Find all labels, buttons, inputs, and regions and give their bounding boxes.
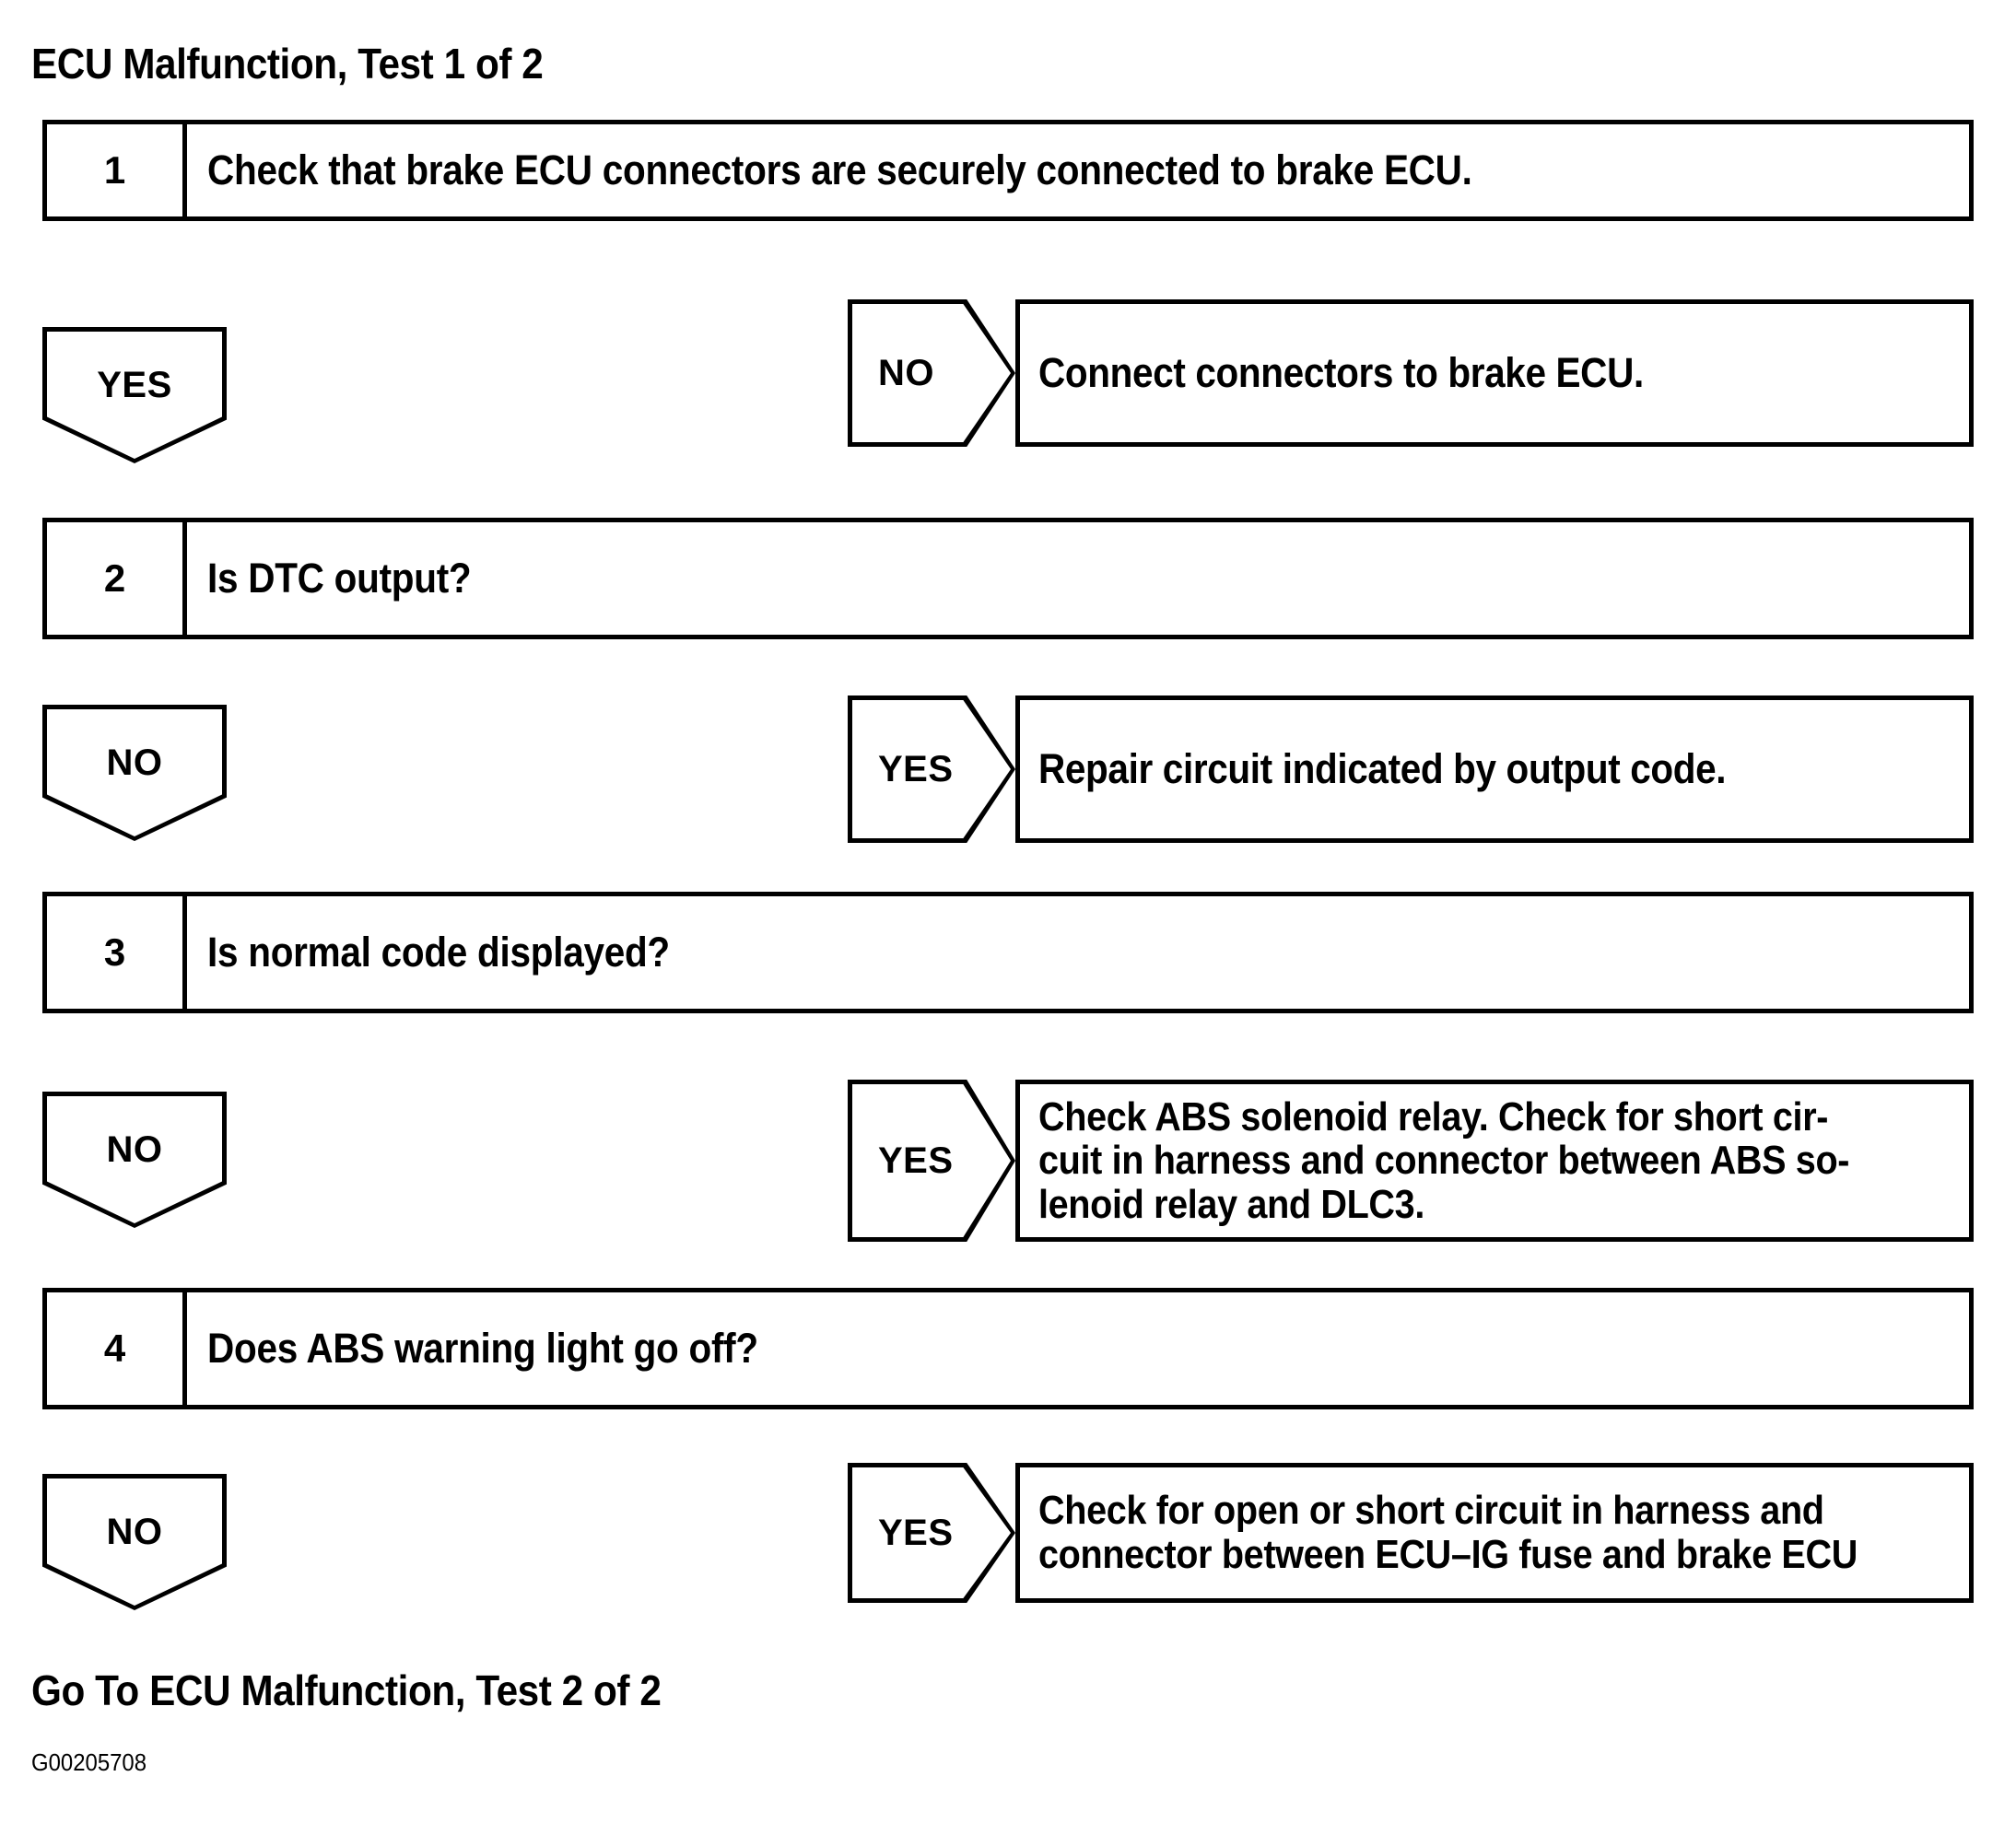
step-number-3: 3 — [47, 896, 187, 1009]
branch-1-action-line-1: Connect connectors to brake ECU. — [1038, 348, 1644, 396]
branch-2-continue-label: NO — [106, 742, 163, 783]
branch-3-action-line-3: lenoid relay and DLC3. — [1038, 1181, 1424, 1227]
branch-2-action-box: Repair circuit indicated by output code. — [1015, 695, 1974, 843]
step-text-4-label: Does ABS warning light go off? — [207, 1325, 758, 1372]
branch-3-action-line-2: cuit in harness and connector between AB… — [1038, 1138, 1850, 1184]
branch-3-exit-arrow: YES — [848, 1080, 1015, 1242]
step-row-2: 2 Is DTC output? — [42, 518, 1974, 639]
branch-3-action-line-1: Check ABS solenoid relay. Check for shor… — [1038, 1093, 1829, 1140]
branch-3-exit-arrow-face: YES — [852, 1084, 1011, 1237]
diagram-id-label: G00205708 — [31, 1748, 147, 1776]
branch-3-continue-arrow-face: NO — [47, 1096, 222, 1223]
step-text-1-label: Check that brake ECU connectors are secu… — [207, 146, 1472, 193]
step-row-1: 1 Check that brake ECU connectors are se… — [42, 120, 1974, 221]
step-number-2: 2 — [47, 522, 187, 635]
branch-3-continue-label: NO — [106, 1129, 163, 1170]
branch-1-continue-arrow: YES — [42, 327, 227, 463]
step-text-4: Does ABS warning light go off? — [187, 1292, 1969, 1405]
branch-4-action-line-1: Check for open or short circuit in harne… — [1038, 1488, 1824, 1534]
branch-1-exit-arrow: NO — [848, 299, 1015, 447]
branch-1-continue-arrow-face: YES — [47, 332, 222, 459]
step-text-2: Is DTC output? — [187, 522, 1969, 635]
goto-next-test-label: Go To ECU Malfunction, Test 2 of 2 — [31, 1666, 662, 1714]
branch-4-exit-arrow: YES — [848, 1463, 1015, 1603]
branch-1-continue-label: YES — [97, 365, 172, 405]
step-number-1: 1 — [47, 124, 187, 216]
branch-3-action-box: Check ABS solenoid relay. Check for shor… — [1015, 1080, 1974, 1242]
branch-4-continue-label: NO — [106, 1512, 163, 1552]
step-text-3-label: Is normal code displayed? — [207, 929, 670, 976]
branch-3-exit: YES Check ABS solenoid relay. Check for … — [848, 1080, 1974, 1242]
branch-1-exit-label: NO — [878, 352, 934, 393]
branch-1-exit-arrow-face: NO — [852, 304, 1011, 442]
step-row-3: 3 Is normal code displayed? — [42, 892, 1974, 1013]
branch-2-continue-arrow: NO — [42, 705, 227, 841]
branch-4-action-line-2: connector between ECU–IG fuse and brake … — [1038, 1532, 1858, 1577]
branch-2-exit-arrow-face: YES — [852, 700, 1011, 838]
branch-4-exit: YES Check for open or short circuit in h… — [848, 1463, 1974, 1603]
step-number-4: 4 — [47, 1292, 187, 1405]
step-row-4: 4 Does ABS warning light go off? — [42, 1288, 1974, 1409]
page-title: ECU Malfunction, Test 1 of 2 — [31, 40, 544, 88]
branch-3-exit-label: YES — [878, 1140, 954, 1181]
branch-3-continue-arrow: NO — [42, 1092, 227, 1228]
branch-4-exit-arrow-face: YES — [852, 1467, 1011, 1598]
branch-1-exit: NO Connect connectors to brake ECU. — [848, 299, 1974, 447]
step-text-1: Check that brake ECU connectors are secu… — [187, 124, 1969, 216]
branch-4-exit-label: YES — [878, 1512, 954, 1553]
branch-2-exit-arrow: YES — [848, 695, 1015, 843]
step-text-3: Is normal code displayed? — [187, 896, 1969, 1009]
branch-2-action-line-1: Repair circuit indicated by output code. — [1038, 744, 1727, 792]
branch-1-action-box: Connect connectors to brake ECU. — [1015, 299, 1974, 447]
branch-4-continue-arrow-face: NO — [47, 1479, 222, 1606]
branch-4-action-box: Check for open or short circuit in harne… — [1015, 1463, 1974, 1603]
branch-4-continue-arrow: NO — [42, 1474, 227, 1610]
branch-2-continue-arrow-face: NO — [47, 709, 222, 836]
step-text-2-label: Is DTC output? — [207, 555, 472, 602]
branch-2-exit-label: YES — [878, 748, 954, 789]
branch-2-exit: YES Repair circuit indicated by output c… — [848, 695, 1974, 843]
